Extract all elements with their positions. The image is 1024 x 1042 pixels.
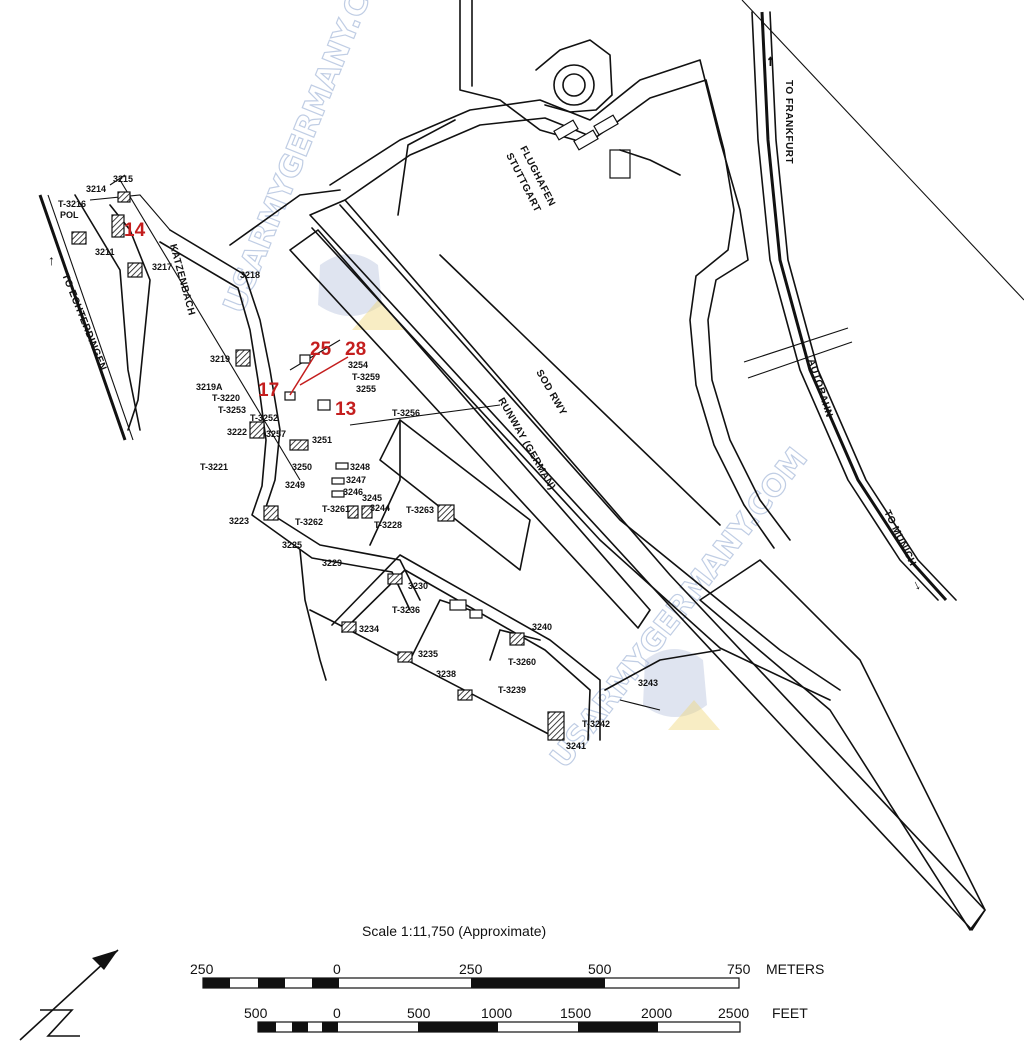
- feet-tick-2000: 2000: [641, 1005, 672, 1021]
- north-arrow-icon: [19, 949, 119, 1041]
- base-buildings: [71, 191, 565, 741]
- meters-unit: METERS: [766, 961, 824, 977]
- label-3219: 3219: [210, 354, 230, 364]
- label-3230: 3230: [408, 581, 428, 591]
- arrow-south-icon: →: [909, 575, 930, 595]
- label-3217: 3217: [152, 262, 172, 272]
- label-t3220: T-3220: [212, 393, 240, 403]
- building-labels: 3215 3214 T-3216 POL 3211 3217 3218 3219…: [58, 174, 658, 751]
- label-3218: 3218: [240, 270, 260, 280]
- label-3250: 3250: [292, 462, 312, 472]
- marker-25: 25: [310, 339, 332, 360]
- watermark-triangle-icon-2: [668, 700, 720, 730]
- label-3249: 3249: [285, 480, 305, 490]
- label-3211: 3211: [95, 247, 115, 257]
- label-3241: 3241: [566, 741, 586, 751]
- sod-runway-label: SOD RWY: [533, 368, 568, 418]
- label-3223: 3223: [229, 516, 249, 526]
- label-3246: 3246: [343, 487, 363, 497]
- feet-tick-0: 0: [333, 1005, 341, 1021]
- watermark-shield-icon-2: [643, 649, 707, 717]
- label-3219a: 3219A: [196, 382, 223, 392]
- base-roads: [159, 189, 721, 741]
- label-t3236: T-3236: [392, 605, 420, 615]
- label-t3239: T-3239: [498, 685, 526, 695]
- label-t3253: T-3253: [218, 405, 246, 415]
- watermark-triangle-icon: [352, 300, 404, 330]
- marker-17: 17: [258, 380, 279, 401]
- meters-tick-250-left: 250: [190, 961, 214, 977]
- label-3238: 3238: [436, 669, 456, 679]
- label-t3262: T-3262: [295, 517, 323, 527]
- label-t3228: T-3228: [374, 520, 402, 530]
- label-3222: 3222: [227, 427, 247, 437]
- autobahn-label: AUTOBAHN: [805, 358, 834, 419]
- label-pol: POL: [60, 210, 79, 220]
- to-echterdingen-label: TO ECHTERDINGEN: [59, 272, 108, 373]
- terminal-buildings: [437, 114, 681, 522]
- label-t3221: T-3221: [200, 462, 228, 472]
- autobahn-road: [741, 0, 1024, 602]
- label-3245: 3245: [362, 493, 382, 503]
- label-t3252: T-3252: [250, 413, 278, 423]
- label-3244: 3244: [370, 503, 390, 513]
- label-3251: 3251: [312, 435, 332, 445]
- label-3215: 3215: [113, 174, 133, 184]
- scale-meters: 250 0 250 500 750 METERS: [190, 961, 824, 989]
- feet-tick-1000: 1000: [481, 1005, 512, 1021]
- label-t3263: T-3263: [406, 505, 434, 515]
- label-3240: 3240: [532, 622, 552, 632]
- label-3214: 3214: [86, 184, 106, 194]
- feet-tick-500: 500: [407, 1005, 431, 1021]
- label-3235: 3235: [418, 649, 438, 659]
- label-t3216: T-3216: [58, 199, 86, 209]
- meters-tick-750: 750: [727, 961, 751, 977]
- marker-leader-lines: [289, 354, 349, 396]
- label-3248: 3248: [350, 462, 370, 472]
- label-3247: 3247: [346, 475, 366, 485]
- feet-tick-1500: 1500: [560, 1005, 591, 1021]
- label-3255: 3255: [356, 384, 376, 394]
- perimeter-roads: [329, 0, 791, 549]
- label-3257: 3257: [266, 429, 286, 439]
- label-3225: 3225: [282, 540, 302, 550]
- label-3254: 3254: [348, 360, 368, 370]
- meters-tick-500: 500: [588, 961, 612, 977]
- meters-tick-0: 0: [333, 961, 341, 977]
- label-3243: 3243: [638, 678, 658, 688]
- scale-feet: 500 0 500 1000 1500 2000 2500 FEET: [244, 1005, 808, 1033]
- meters-tick-250: 250: [459, 961, 483, 977]
- marker-13: 13: [335, 399, 356, 420]
- watermark-shield-icon: [318, 254, 382, 316]
- runway-group: [289, 119, 986, 931]
- to-frankfurt-label: TO FRANKFURT: [783, 80, 794, 164]
- arrow-up-left-icon: ↑: [48, 252, 55, 268]
- label-t3261: T-3261: [322, 504, 350, 514]
- arrow-north-icon: ↑: [767, 52, 774, 68]
- marker-28: 28: [345, 339, 366, 360]
- label-t3256: T-3256: [392, 408, 420, 418]
- label-3234: 3234: [359, 624, 379, 634]
- scale-title: Scale 1:11,750 (Approximate): [362, 923, 546, 939]
- label-3229: 3229: [322, 558, 342, 568]
- label-t3260: T-3260: [508, 657, 536, 667]
- label-t3242: T-3242: [582, 719, 610, 729]
- feet-tick-2500: 2500: [718, 1005, 749, 1021]
- feet-tick-500-left: 500: [244, 1005, 268, 1021]
- label-t3259: T-3259: [352, 372, 380, 382]
- marker-14: 14: [124, 220, 146, 241]
- feet-unit: FEET: [772, 1005, 808, 1021]
